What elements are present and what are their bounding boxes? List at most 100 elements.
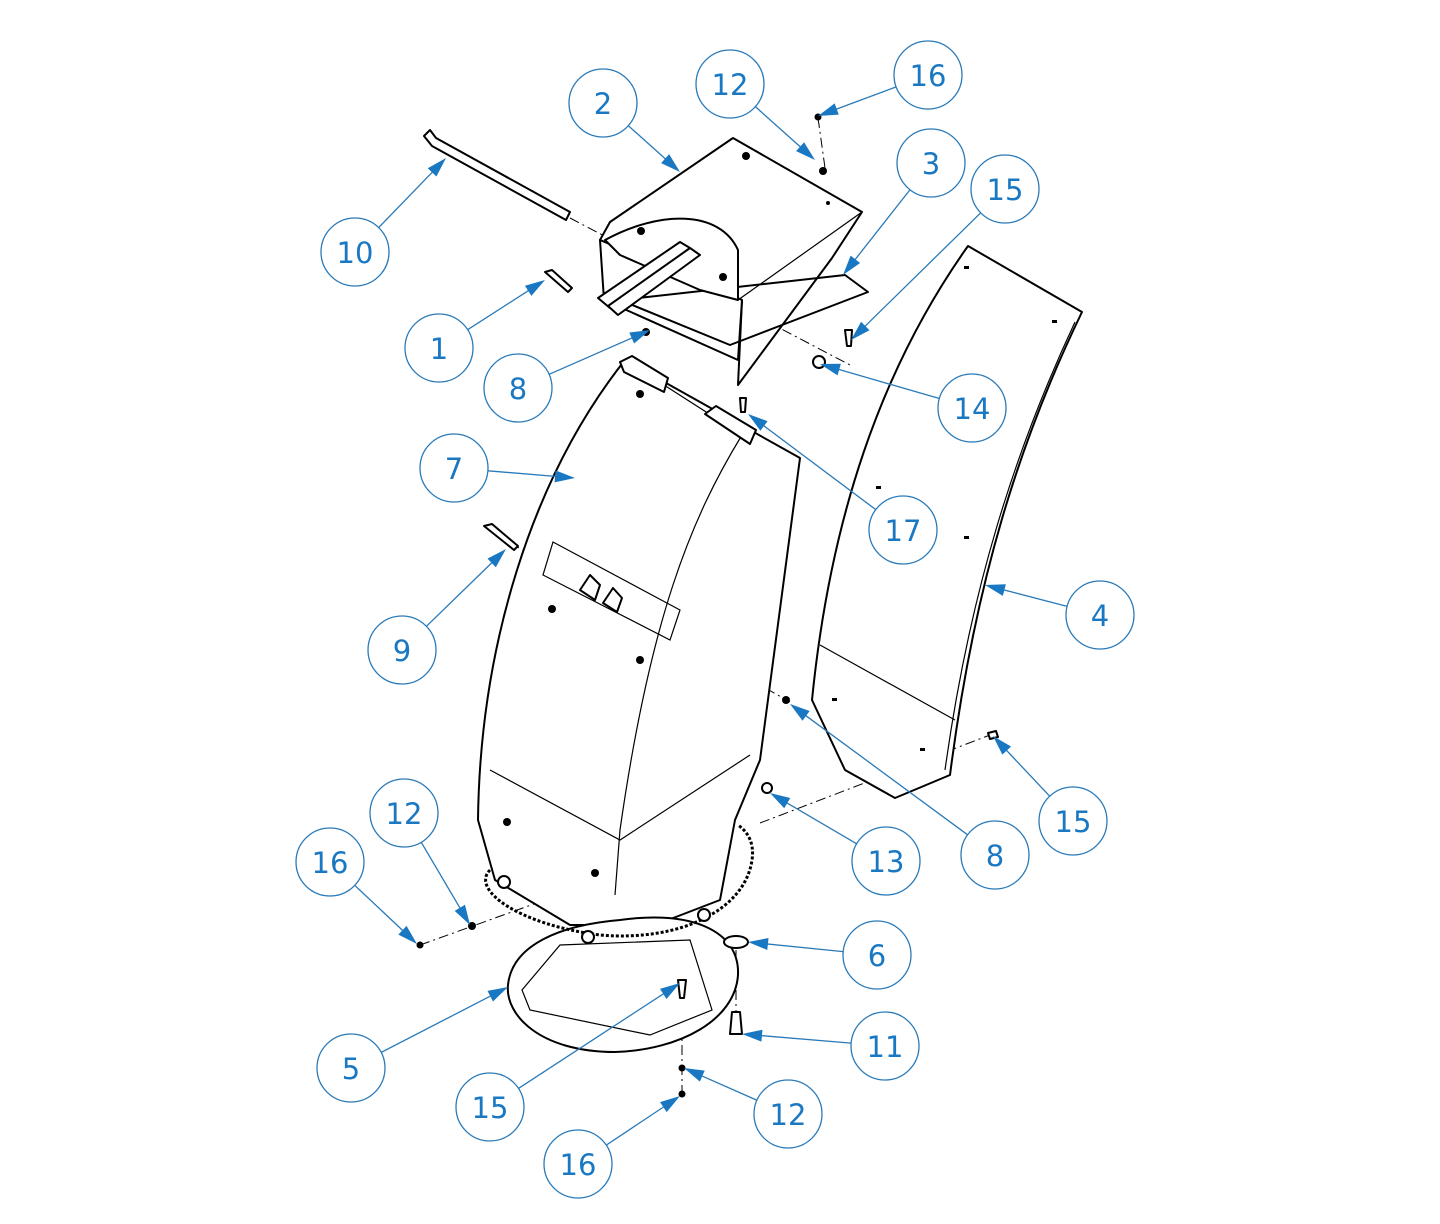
balloon-4: 4 xyxy=(985,580,1135,650)
balloon-circle xyxy=(404,313,474,383)
balloon-circle xyxy=(483,353,553,423)
balloon-6: 6 xyxy=(748,920,912,990)
balloon-circle xyxy=(937,373,1007,443)
balloon-16: 16 xyxy=(295,827,417,944)
arrowhead-icon xyxy=(398,925,417,944)
balloon-circle xyxy=(316,1033,386,1103)
arrowhead-icon xyxy=(790,704,810,721)
leader-line xyxy=(605,1103,669,1146)
balloon-14: 14 xyxy=(820,363,1007,443)
arrowhead-icon xyxy=(660,1096,680,1113)
balloon-number: 16 xyxy=(560,1148,597,1182)
balloon-15: 15 xyxy=(851,154,1040,340)
balloon-circle xyxy=(893,40,963,110)
leader-line xyxy=(425,558,497,627)
leader-line xyxy=(378,167,437,229)
part-2-hopper xyxy=(597,137,869,386)
balloon-number: 17 xyxy=(885,514,922,548)
leader-line xyxy=(851,189,911,265)
arrowhead-icon xyxy=(748,938,769,950)
balloon-circle xyxy=(568,68,638,138)
arrowhead-icon xyxy=(661,154,680,172)
leader-line xyxy=(354,884,408,935)
balloon-number: 16 xyxy=(910,59,947,93)
part-5-base-ring xyxy=(484,823,755,1053)
arrowhead-icon xyxy=(770,793,791,809)
balloon-7: 7 xyxy=(419,433,575,503)
balloon-number: 12 xyxy=(712,68,749,102)
arrowhead-icon xyxy=(487,549,506,568)
balloon-number: 8 xyxy=(986,839,1004,873)
balloon-number: 2 xyxy=(594,87,612,121)
leader-line xyxy=(696,1073,758,1101)
leader-line xyxy=(998,587,1068,608)
balloon-10: 10 xyxy=(320,158,446,287)
balloon-8: 8 xyxy=(790,704,1030,890)
leader-line xyxy=(781,799,857,845)
leader-line xyxy=(830,86,897,112)
balloon-12: 12 xyxy=(369,778,470,925)
part-4-panel xyxy=(811,245,1083,799)
balloon-number: 9 xyxy=(393,634,411,668)
balloon-number: 3 xyxy=(922,147,940,181)
balloon-circle xyxy=(367,615,437,685)
part-10-pin xyxy=(423,129,571,221)
balloon-circle xyxy=(851,826,921,896)
balloon-circle xyxy=(753,1079,823,1149)
part-7-chute xyxy=(477,355,801,926)
leader-line xyxy=(754,106,805,152)
balloon-number: 7 xyxy=(445,452,463,486)
balloon-number: 1 xyxy=(430,332,448,366)
balloon-number: 12 xyxy=(386,797,423,831)
balloon-circle xyxy=(1038,786,1108,856)
balloon-13: 13 xyxy=(770,793,921,896)
leader-line xyxy=(627,125,671,164)
leader-line xyxy=(380,992,496,1053)
arrowhead-icon xyxy=(851,321,870,340)
leader-line xyxy=(420,841,464,914)
balloon-circle xyxy=(868,495,938,565)
balloon-17: 17 xyxy=(748,414,938,565)
leader-line xyxy=(487,470,562,478)
balloon-circle xyxy=(850,1011,920,1081)
balloon-number: 15 xyxy=(987,173,1024,207)
balloon-circle xyxy=(960,820,1030,890)
arrowhead-icon xyxy=(820,363,841,376)
balloon-circle xyxy=(842,920,912,990)
arrowhead-icon xyxy=(985,584,1006,596)
leader-line xyxy=(548,335,638,375)
balloon-12: 12 xyxy=(695,49,815,160)
arrowhead-icon xyxy=(684,1068,705,1082)
balloon-number: 11 xyxy=(867,1030,904,1064)
leader-line xyxy=(755,1034,852,1044)
balloon-9: 9 xyxy=(367,549,506,685)
balloon-number: 8 xyxy=(509,372,527,406)
balloon-number: 4 xyxy=(1091,599,1109,633)
balloon-circle xyxy=(543,1129,613,1199)
balloon-circle xyxy=(455,1072,525,1142)
balloon-15: 15 xyxy=(455,983,680,1142)
balloon-16: 16 xyxy=(818,40,963,116)
balloon-3: 3 xyxy=(843,128,966,275)
balloon-circle xyxy=(369,778,439,848)
arrowhead-icon xyxy=(659,983,680,999)
leader-line xyxy=(800,711,969,836)
balloon-number: 13 xyxy=(868,845,905,879)
balloon-11: 11 xyxy=(742,1011,920,1081)
arrowhead-icon xyxy=(629,330,650,344)
leader-line xyxy=(860,212,982,331)
balloon-number: 14 xyxy=(954,392,991,426)
arrowhead-icon xyxy=(454,904,470,925)
arrowhead-icon xyxy=(748,414,768,431)
leader-line xyxy=(758,421,877,511)
balloon-number: 5 xyxy=(342,1052,360,1086)
balloon-circle xyxy=(896,128,966,198)
balloon-16: 16 xyxy=(543,1096,680,1199)
balloon-circle xyxy=(1065,580,1135,650)
balloon-circle xyxy=(295,827,365,897)
balloon-number: 12 xyxy=(770,1098,807,1132)
balloon-number: 16 xyxy=(312,846,349,880)
leader-line xyxy=(1002,745,1051,797)
